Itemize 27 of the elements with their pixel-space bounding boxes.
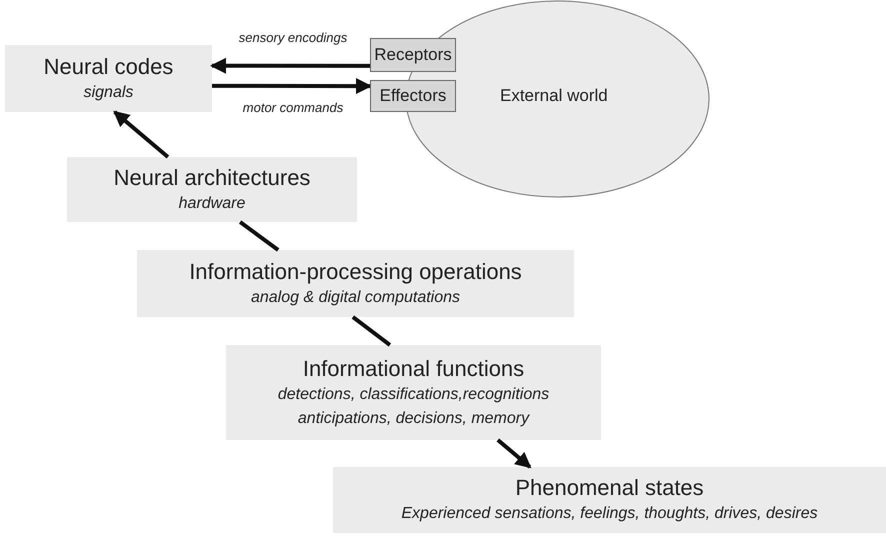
concept-box [333,467,886,533]
concept-box [5,45,212,112]
node-label: Effectors [380,85,446,108]
node-title: Neural codes [44,52,174,80]
arrow [496,438,532,469]
node-subtitle: detections, classifications,recognitions [278,384,550,404]
concept-box [226,345,601,440]
arrow [210,58,370,74]
node-title: Information-processing operations [189,258,522,286]
arrow [113,110,170,159]
edge-label: sensory encodings [238,29,348,47]
node-label: Receptors [374,44,452,66]
node-title: Informational functions [302,354,524,382]
label-box [370,38,456,72]
label-box [370,80,456,112]
node-subtitle: anticipations, decisions, memory [298,408,530,428]
node-subtitle: hardware [178,194,246,214]
node-subtitle: Experienced sensations, feelings, thoughts, drives, desires [401,504,818,524]
node-subtitle: signals [84,82,134,102]
edge-label: motor commands [242,99,344,117]
node-title: Phenomenal states [515,474,704,502]
node-title: External world [500,85,608,107]
concept-box [137,250,574,317]
node-subtitle: analog & digital computations [250,288,460,308]
node-title: Neural architectures [114,164,310,192]
arrow [212,78,372,94]
concept-box [67,157,357,222]
